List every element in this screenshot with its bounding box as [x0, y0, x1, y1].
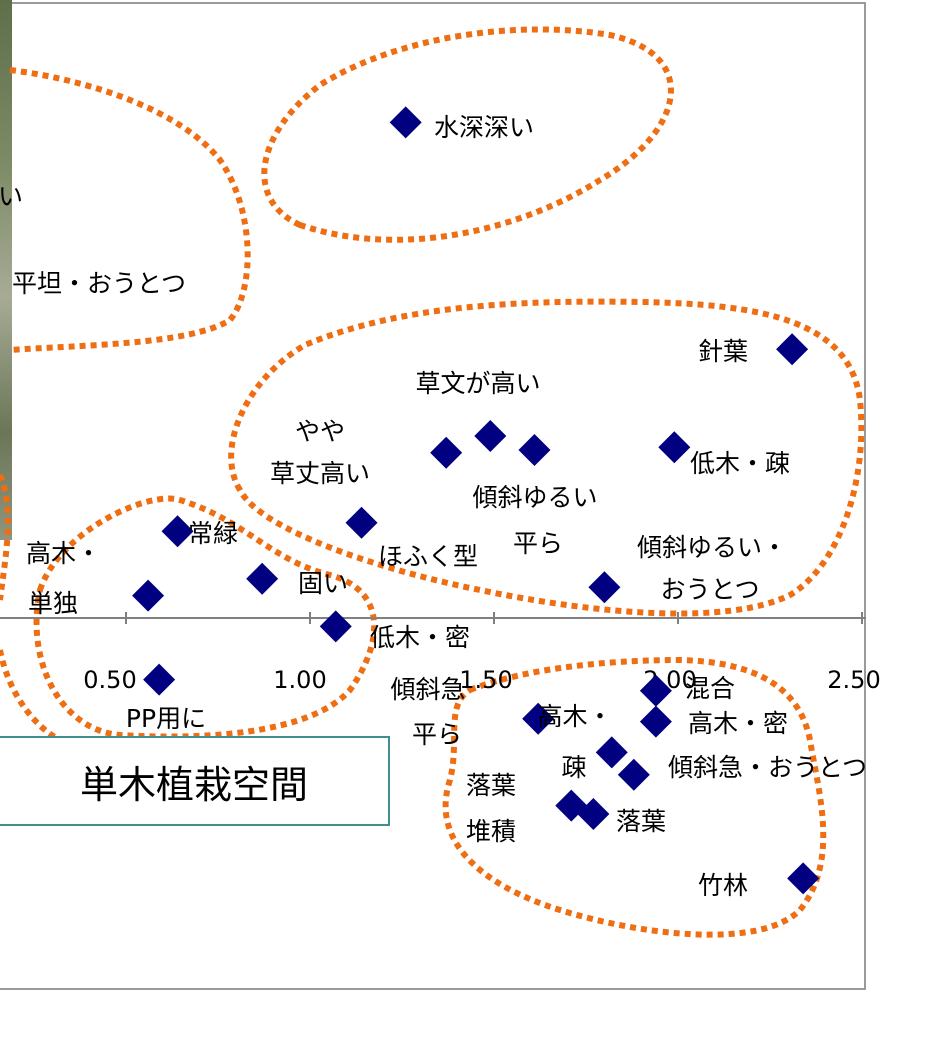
x-tick-label: 2.50 — [827, 666, 880, 694]
data-point-marker — [319, 610, 352, 643]
cluster-outline-water — [261, 26, 674, 243]
data-point-marker — [474, 420, 507, 452]
data-point-marker — [161, 515, 194, 548]
data-point-marker — [787, 862, 820, 895]
point-label: 低木・疎 — [690, 449, 790, 478]
cluster-outline-top-left — [9, 67, 251, 353]
point-label: 高木・密 — [688, 709, 788, 738]
data-point-marker — [588, 571, 621, 604]
point-label: PP用に — [126, 704, 206, 733]
data-point-marker — [617, 758, 650, 791]
point-label: 高木・ — [26, 539, 101, 568]
point-label: 混合 — [685, 674, 735, 703]
point-label: 傾斜ゆるい・ — [637, 533, 787, 562]
data-point-marker — [518, 434, 551, 466]
point-label: 固い — [298, 569, 348, 598]
data-point-marker — [639, 674, 672, 707]
data-point-marker — [577, 798, 610, 830]
x-tick-label: 0.50 — [83, 666, 136, 694]
point-label: 常緑 — [188, 519, 238, 548]
cluster-outline-forest — [442, 656, 827, 938]
point-label: 平ら — [412, 720, 462, 749]
point-label: ほふく型 — [378, 542, 478, 571]
point-label: 傾斜ゆるい — [472, 483, 597, 512]
point-label: 水深深い — [434, 113, 534, 142]
point-label: 落葉 — [466, 771, 516, 800]
data-point-marker — [389, 106, 422, 139]
point-label: おうとつ — [660, 575, 759, 604]
data-point-marker — [132, 579, 165, 612]
point-label: 疎 — [561, 753, 586, 782]
point-label: 堆積 — [466, 817, 516, 846]
point-label: 草丈高い — [270, 459, 370, 488]
data-point-marker — [345, 506, 378, 539]
point-label: 草文が高い — [415, 369, 540, 398]
data-point-marker — [143, 663, 176, 696]
point-label: 針葉 — [698, 337, 748, 366]
data-point-marker — [430, 436, 463, 469]
point-label: 竹林 — [698, 871, 748, 900]
data-point-marker — [639, 705, 672, 738]
x-tick-label: 1.00 — [273, 666, 326, 694]
data-point-marker — [522, 702, 555, 735]
data-point-marker — [246, 562, 279, 595]
point-label: 高木・ — [537, 702, 612, 731]
single-tree-planting-space-label: 単木植栽空間 — [0, 736, 390, 826]
data-point-marker — [595, 736, 628, 769]
plot-area-frame — [0, 2, 866, 990]
point-label: 単独 — [28, 589, 78, 618]
point-label: 落葉 — [616, 807, 666, 836]
point-label: 平坦・おうとつ — [12, 269, 186, 298]
point-label: い — [0, 182, 23, 211]
cluster-outline-single-tree — [33, 495, 378, 740]
point-label: やや — [295, 417, 345, 446]
data-point-marker — [658, 431, 691, 464]
x-tick-label: 1.50 — [459, 666, 512, 694]
point-label: 平ら — [513, 529, 563, 558]
point-label: 傾斜急・おうとつ — [668, 753, 867, 782]
point-label: 傾斜急 — [390, 675, 465, 704]
photo-background-strip — [0, 0, 12, 540]
data-point-marker — [776, 333, 809, 366]
point-label: 低木・密 — [370, 623, 470, 652]
